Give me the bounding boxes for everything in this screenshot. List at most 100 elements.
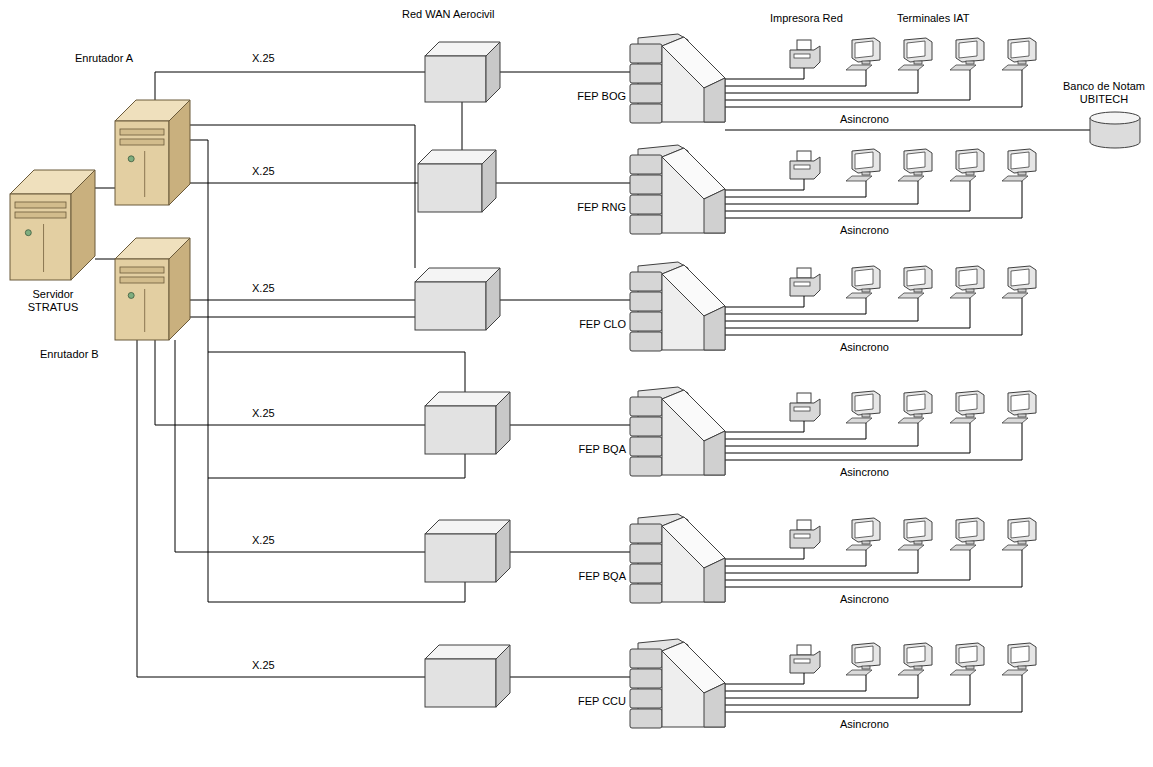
keyboard xyxy=(846,670,872,675)
front-end-processor: FEP BOG xyxy=(630,34,725,124)
async-wire xyxy=(725,425,804,432)
edge-label: X.25 xyxy=(250,534,277,547)
rack-unit xyxy=(630,709,662,728)
console-body xyxy=(662,642,725,727)
console-body xyxy=(662,265,725,350)
server-tower: Enrutador B xyxy=(115,238,190,340)
monitor-case xyxy=(1008,391,1036,415)
terminal-icon xyxy=(1002,518,1036,552)
note-label: Asincrono xyxy=(838,718,891,731)
wan-front xyxy=(425,534,496,582)
printer-icon xyxy=(790,151,820,183)
monitor-screen xyxy=(907,269,925,286)
monitor-stand xyxy=(914,289,922,292)
monitor-stand xyxy=(1018,414,1026,417)
console-side xyxy=(704,558,725,602)
monitor-screen xyxy=(907,394,925,411)
console-side xyxy=(704,78,725,122)
rack-unit xyxy=(630,689,662,708)
monitor-screen xyxy=(907,41,925,58)
front-end-processor: FEP RNG xyxy=(630,145,725,235)
keyboard xyxy=(898,176,924,181)
terminal-icon xyxy=(950,643,984,677)
note-label: Asincrono xyxy=(838,224,891,237)
async-wire xyxy=(725,552,970,580)
printer-paper xyxy=(797,520,811,530)
keyboard xyxy=(950,545,976,550)
keyboard xyxy=(898,670,924,675)
cylinder-top xyxy=(1090,112,1140,124)
printer-body xyxy=(790,46,820,68)
console-body xyxy=(662,390,725,475)
terminal-icon xyxy=(1002,643,1036,677)
rack-unit xyxy=(630,195,662,214)
terminal-icon xyxy=(950,149,984,183)
async-wire xyxy=(725,425,1022,460)
async-wire xyxy=(725,72,970,100)
wan-top xyxy=(415,268,500,282)
async-wire xyxy=(725,183,918,204)
terminal-lead xyxy=(918,675,919,677)
monitor-case xyxy=(904,38,932,62)
keyboard xyxy=(898,293,924,298)
printer-lead xyxy=(804,179,805,183)
power-led xyxy=(128,292,134,298)
rack-unit xyxy=(630,669,662,688)
wan-front xyxy=(415,282,486,330)
tower-front xyxy=(115,259,169,340)
printer-lead xyxy=(804,421,805,425)
async-wire xyxy=(725,300,970,328)
monitor-case xyxy=(1008,518,1036,542)
monitor-case xyxy=(956,391,984,415)
node-shape xyxy=(630,639,725,729)
rack-unit xyxy=(630,175,662,194)
printer-tray xyxy=(794,659,810,663)
async-wire xyxy=(725,72,918,93)
terminal-lead xyxy=(970,550,971,552)
monitor-screen xyxy=(855,269,873,286)
monitor-stand xyxy=(1018,289,1026,292)
monitor-screen xyxy=(907,521,925,538)
terminal-icon xyxy=(846,391,880,425)
terminal-lead xyxy=(918,550,919,552)
server-tower: Servidor STRATUS xyxy=(10,170,95,280)
monitor-stand xyxy=(966,61,974,64)
monitor-stand xyxy=(966,172,974,175)
printer-lead xyxy=(804,296,805,300)
tower-side xyxy=(71,170,95,280)
node-shape xyxy=(1090,112,1140,148)
terminal-lead xyxy=(970,675,971,677)
terminal-icon xyxy=(898,391,932,425)
monitor-case xyxy=(852,149,880,173)
rack-unit xyxy=(630,457,662,476)
rack-unit xyxy=(630,104,662,123)
terminal-icon xyxy=(898,38,932,72)
terminal-icon xyxy=(950,266,984,300)
drive-slot xyxy=(120,139,164,145)
console-side xyxy=(704,431,725,475)
monitor-stand xyxy=(966,666,974,669)
rack-unit xyxy=(630,332,662,351)
node-shape xyxy=(630,34,725,124)
async-wire xyxy=(725,425,866,439)
printer-tray xyxy=(794,407,810,411)
printer-body xyxy=(790,274,820,296)
monitor-screen xyxy=(855,646,873,663)
terminal-icon xyxy=(950,391,984,425)
async-wire xyxy=(725,72,866,86)
terminal-lead xyxy=(918,423,919,425)
terminal-icon xyxy=(950,38,984,72)
front-end-processor: FEP CCU xyxy=(630,639,725,729)
drive-slot xyxy=(15,202,66,208)
terminal-icon xyxy=(1002,391,1036,425)
monitor-stand xyxy=(914,541,922,544)
terminal-lead xyxy=(866,550,867,552)
async-wire xyxy=(725,183,804,190)
async-wire xyxy=(725,183,970,211)
console-body xyxy=(662,148,725,233)
terminal-lead xyxy=(866,423,867,425)
printer-icon xyxy=(790,40,820,72)
monitor-screen xyxy=(1011,269,1029,286)
terminal-lead xyxy=(970,423,971,425)
rack-unit xyxy=(630,292,662,311)
